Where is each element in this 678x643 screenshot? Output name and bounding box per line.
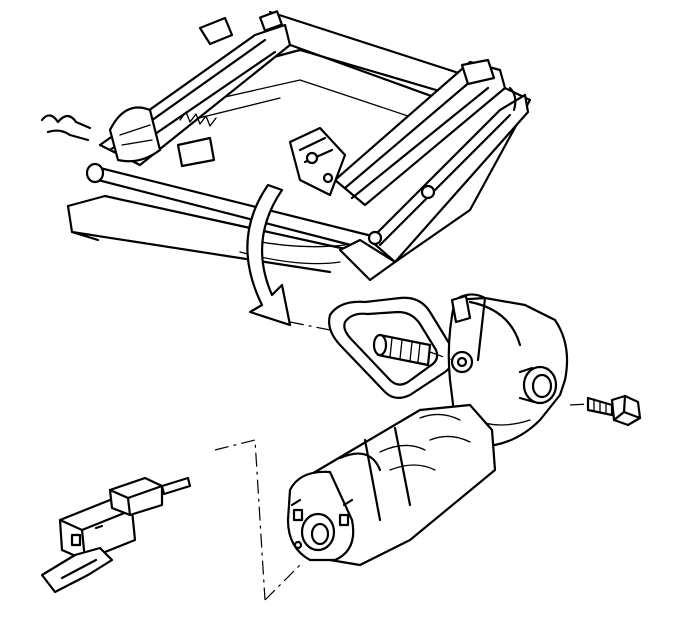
removal-arrow — [246, 183, 292, 327]
gearbox-housing — [447, 293, 569, 447]
motor-assembly — [286, 403, 497, 567]
leader-line — [264, 564, 301, 601]
wiring-harness — [40, 546, 114, 594]
seat-adjuster-track-left — [40, 10, 292, 168]
bolt — [569, 394, 642, 427]
leader-line — [429, 351, 453, 361]
seat-adjuster-track-right — [288, 58, 530, 282]
electrical-connector — [58, 476, 192, 562]
drive-shaft — [372, 333, 432, 367]
leader-line — [214, 439, 266, 601]
leader-line — [289, 321, 331, 331]
